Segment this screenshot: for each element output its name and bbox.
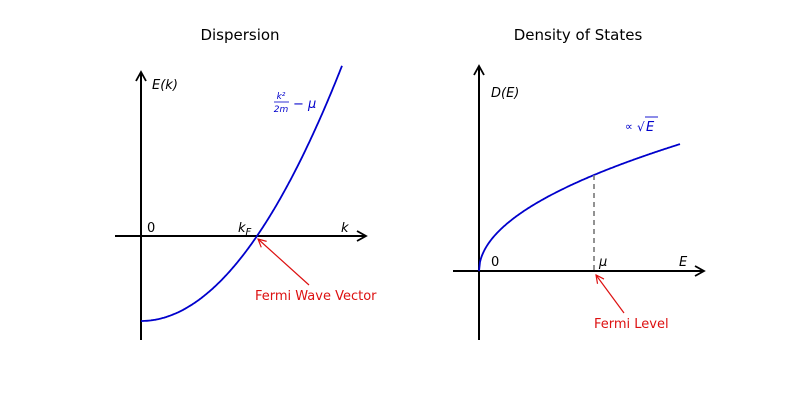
proportional-symbol: ∝ <box>625 120 633 133</box>
formula-numerator: k² <box>277 92 286 102</box>
dispersion-panel: Dispersion E(k) k 0 kF k² 2m − μ Fermi <box>115 26 377 340</box>
dispersion-y-label: E(k) <box>152 78 178 93</box>
dos-origin-label: 0 <box>491 255 499 270</box>
dispersion-origin-label: 0 <box>147 221 155 236</box>
fermi-level-label: Fermi Level <box>594 317 669 332</box>
dos-title: Density of States <box>514 26 643 44</box>
kf-label-main: k <box>238 221 246 236</box>
fermi-level-arrow <box>596 275 625 314</box>
dispersion-x-label: k <box>341 221 349 236</box>
kf-label: kF <box>238 221 252 238</box>
dos-y-label: D(E) <box>491 86 519 101</box>
kf-label-sub: F <box>246 227 252 238</box>
dispersion-title: Dispersion <box>200 26 279 44</box>
formula-denominator: 2m <box>274 105 289 115</box>
fermi-wave-vector-label: Fermi Wave Vector <box>255 289 377 304</box>
mu-label: μ <box>598 255 607 270</box>
dos-panel: Density of States D(E) E 0 μ ∝ √ E Fermi <box>453 26 706 340</box>
dos-x-label: E <box>679 255 688 270</box>
formula-rest: − μ <box>293 97 316 112</box>
sqrt-argument: E <box>646 120 655 135</box>
sqrt-symbol: √ <box>637 120 645 134</box>
dispersion-curve <box>141 65 343 322</box>
fermi-wave-vector-arrow <box>258 239 310 286</box>
dispersion-formula: k² 2m − μ <box>274 92 317 115</box>
dos-curve <box>478 143 681 272</box>
sqrt-formula: ∝ √ E <box>625 116 658 135</box>
